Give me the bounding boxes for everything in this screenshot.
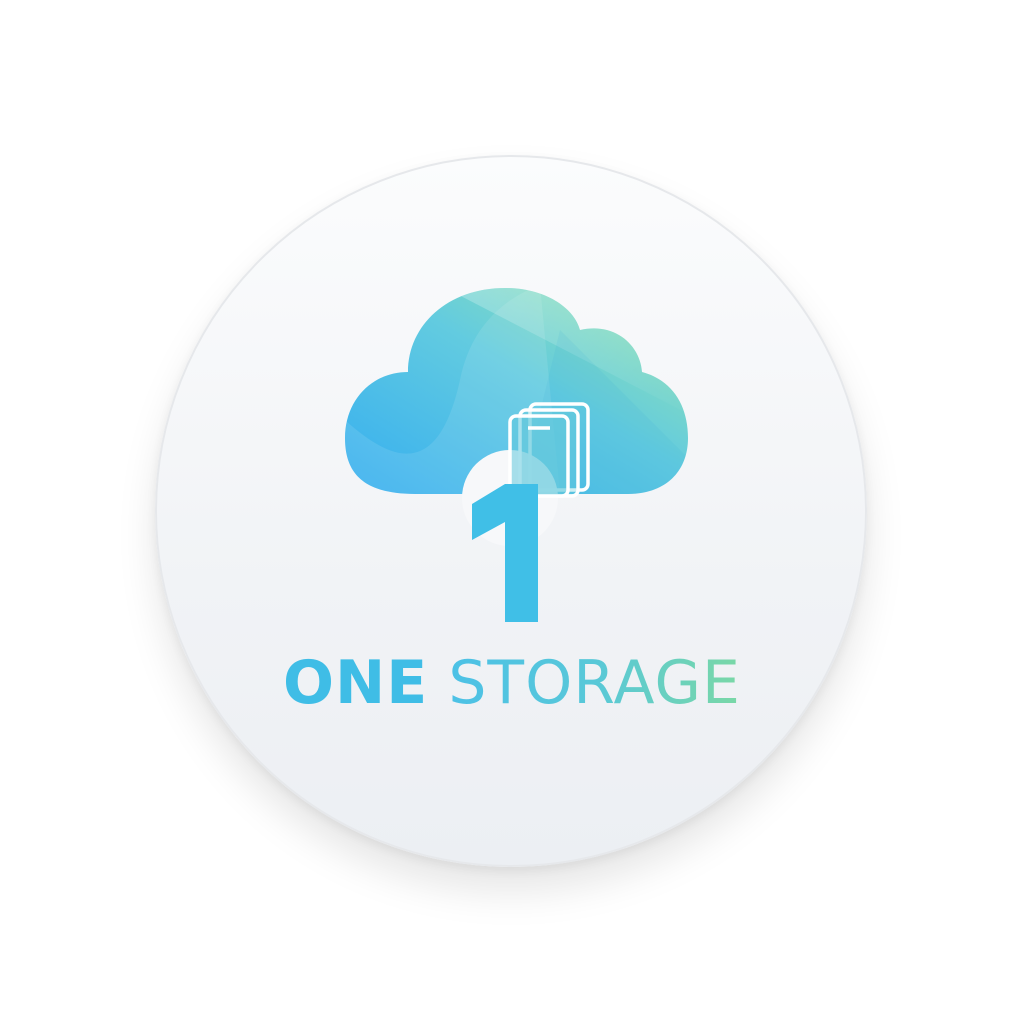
brand-word-two: STORAGE: [448, 648, 741, 718]
brand-word-one: ONE: [283, 648, 429, 718]
devices-icon: [508, 402, 590, 498]
brand-wordmark: ONE STORAGE: [0, 645, 1024, 721]
numeral-one-shape: [472, 484, 538, 622]
